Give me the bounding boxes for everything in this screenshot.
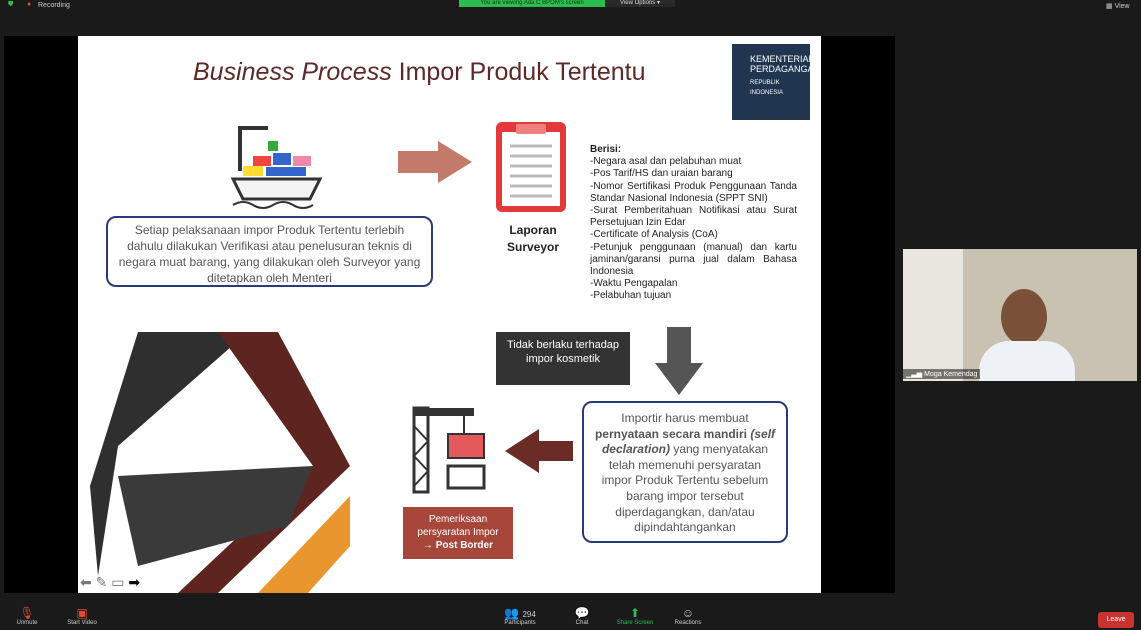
ministry-logo: KEMENTERIAN PERDAGANGAN REPUBLIK INDONES… [732, 44, 810, 120]
list-item: -Certificate of Analysis (CoA) [590, 229, 718, 241]
leave-button[interactable]: Leave [1098, 612, 1134, 628]
cargo-ship-icon [230, 126, 323, 209]
shield-icon: ⛊ [8, 1, 14, 8]
participants-label: Participants [504, 620, 536, 626]
video-background [903, 249, 963, 381]
participant-name-tag: ▁▃▅ Moga Kemendag [903, 369, 981, 379]
port-crane-icon [412, 406, 486, 494]
participant-body [979, 341, 1075, 381]
list-item: -Petunjuk penggunaan (manual) dan kartu … [590, 241, 797, 278]
inspection-label: Pemeriksaan persyaratan Impor [417, 514, 499, 538]
participant-count: 294 [522, 610, 536, 619]
logo-line2: PERDAGANGAN [750, 64, 810, 74]
reactions-button[interactable]: ☺Reactions [663, 606, 713, 626]
inspection-box: Pemeriksaan persyaratan Impor → Post Bor… [403, 507, 513, 559]
slide-title: Business Process Impor Produk Tertentu [193, 58, 646, 87]
previous-slide-icon[interactable]: ⬅ [80, 574, 92, 590]
share-screen-label: Share Screen [616, 620, 654, 626]
list-item: -Nomor Sertifikasi Produk Penggunaan Tan… [590, 180, 797, 204]
participant-name: Moga Kemendag [924, 371, 978, 378]
declaration-post: yang menyatakan telah memenuhi persyarat… [601, 442, 769, 535]
declaration-italic: (self declaration) [601, 426, 776, 457]
recording-icon: ● [27, 1, 32, 8]
slides-menu-icon[interactable]: ▭ [111, 574, 125, 590]
contents-list: Berisi: -Negara asal dan pelabuhan muat … [590, 144, 797, 303]
list-item: -Surat Pemberitahuan Notifikasi atau Sur… [590, 205, 797, 229]
view-options-button[interactable]: View Options ▾ [605, 0, 675, 7]
chat-button[interactable]: 💬Chat [557, 606, 607, 626]
next-slide-icon[interactable]: ➡ [128, 574, 141, 590]
down-arrow-icon [655, 327, 703, 395]
chat-label: Chat [575, 620, 589, 626]
unmute-label: Unmute [16, 620, 38, 626]
view-button[interactable]: ▦ View [1106, 3, 1130, 10]
left-arrow-icon [505, 429, 573, 473]
viewing-banner: You are viewing Ada C BPOM's screen [459, 0, 605, 7]
participant-video[interactable]: ▁▃▅ Moga Kemendag [903, 249, 1137, 381]
start-video-button[interactable]: ▣Start Video [57, 606, 107, 626]
view-label: View [1114, 3, 1130, 10]
pen-icon[interactable]: ✎ [95, 574, 108, 590]
right-arrow-icon [398, 141, 472, 183]
reactions-icon: ☺ [681, 606, 695, 620]
start-video-label: Start Video [67, 620, 97, 626]
list-item: -Pelabuhan tujuan [590, 290, 672, 302]
slideshow-controls: ⬅ ✎ ▭ ➡ [80, 574, 140, 591]
title-italic: Business Process [193, 58, 392, 86]
logo-line3: REPUBLIK INDONESIA [750, 80, 784, 96]
report-label: Laporan Surveyor [506, 223, 560, 254]
title-rest: Impor Produk Tertentu [391, 58, 646, 86]
intro-textbox: Setiap pelaksanaan impor Produk Tertentu… [106, 216, 433, 287]
recording-label: Recording [38, 2, 70, 9]
decorative-ribbon-graphic [90, 332, 350, 593]
list-item: -Waktu Pengapalan [590, 278, 678, 290]
share-screen-button[interactable]: ⬆Share Screen [610, 606, 660, 626]
ministry-caption: MINISTRY OF TRADE [739, 116, 807, 122]
list-item: -Pos Tarif/HS dan uraian barang [590, 168, 733, 180]
muted-mic-icon: 🎙 [19, 606, 35, 620]
logo-line1: KEMENTERIAN [750, 54, 810, 64]
signal-icon: ▁▃▅ [906, 371, 923, 378]
participants-icon: 👥 294 [504, 606, 536, 620]
chat-icon: 💬 [574, 606, 590, 620]
share-screen-icon: ⬆ [629, 606, 641, 620]
list-item: -Negara asal dan pelabuhan muat [590, 156, 742, 168]
declaration-pre: Importir harus membuat [621, 411, 749, 425]
meeting-top-bar: ⛊ ● Recording You are viewing Ada C BPOM… [0, 0, 1141, 12]
unmute-button[interactable]: 🎙Unmute [2, 606, 52, 626]
clipboard-report-icon [496, 122, 566, 212]
presentation-slide: Business Process Impor Produk Tertentu K… [78, 36, 821, 593]
exception-note: Tidak berlaku terhadap impor kosmetik [496, 332, 630, 385]
participant-head [1001, 289, 1047, 345]
contents-heading: Berisi: [590, 144, 622, 155]
self-declaration-box: Importir harus membuat pernyataan secara… [582, 401, 788, 543]
post-border-label: → Post Border [422, 540, 493, 551]
declaration-bold: pernyataan secara mandiri [594, 426, 748, 441]
video-off-icon: ▣ [76, 606, 88, 620]
reactions-label: Reactions [674, 620, 702, 626]
